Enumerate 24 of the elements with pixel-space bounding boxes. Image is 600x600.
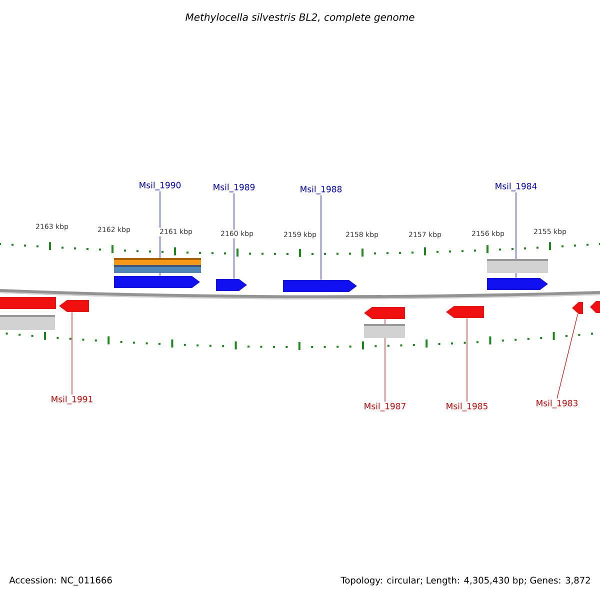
gene-label: Msil_1983 <box>536 400 578 408</box>
gene-block <box>216 279 247 291</box>
gene-label: Msil_1985 <box>446 402 488 412</box>
gene-block <box>446 306 484 318</box>
gene-block <box>114 276 200 288</box>
gene-label: Msil_1989 <box>214 184 255 192</box>
gene-label: Msil_1984 <box>496 182 537 192</box>
title: Methylocella silvestris BL2, complete genome <box>186 13 414 23</box>
gene-block <box>590 301 600 313</box>
gene-label: Msil_1987 <box>364 402 406 412</box>
footer-text: Topology: circular; Length: 4,305,430 bp; Genes: 3,872 <box>340 576 590 586</box>
gene-block <box>487 278 548 290</box>
gene-block <box>572 302 583 314</box>
leader-line <box>466 318 468 402</box>
gene-label: Msil_1990 <box>140 182 181 190</box>
gene-block <box>283 280 357 292</box>
gene-label: Msil_1991 <box>52 396 92 404</box>
gene-label: Msil_1988 <box>300 186 342 194</box>
gene-block <box>0 297 56 309</box>
gene-block <box>59 300 89 312</box>
leader-line <box>320 195 322 280</box>
footer-text: Accession: NC_011666 <box>9 576 112 586</box>
leader-line <box>556 314 578 399</box>
gene-block <box>364 307 405 319</box>
